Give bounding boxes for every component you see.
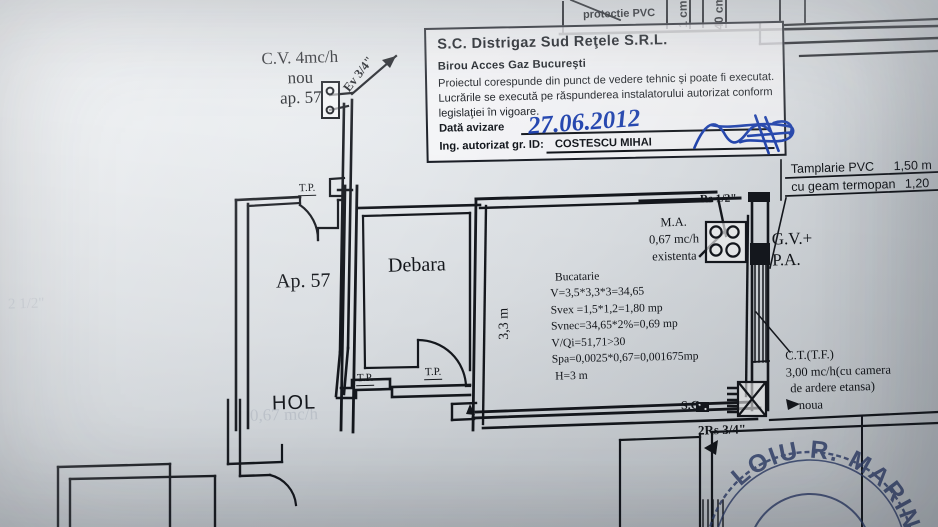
kitchen-calc-line-5: H=3 m: [554, 368, 588, 383]
pantry-label: Debara: [387, 253, 446, 277]
tp-label-1: T.P.: [297, 181, 317, 197]
kitchen-calc-line-2: Svnec=34,65*2%=0,69 mp: [550, 317, 678, 334]
stove-line2: 0,67 mc/h: [648, 231, 700, 247]
stamp-office: Birou Acces Gaz Bucureşti: [437, 57, 587, 73]
kitchen-calc-line-4: Spa=0,0025*0,67=0,001675mp: [551, 349, 699, 366]
gas-detector-label: S.G.: [680, 397, 704, 413]
boiler-valve-icon: [736, 380, 768, 418]
gas-meter-label: C.V. 4mc/h nou ap. 57: [261, 47, 339, 109]
vent-label: G.V.+ P.A.: [771, 228, 813, 271]
window-line1: Tamplarie PVC: [790, 159, 875, 176]
official-round-stamp: LOIU R. MARIN ÂNIA: [704, 432, 927, 527]
protection-label: protectie PVC: [582, 7, 656, 21]
rs2-pipe-label: 2Rs 3/4": [697, 421, 747, 438]
boiler-label: C.T.(T.F.) 3,00 mc/h(cu camera de ardere…: [785, 345, 892, 414]
vent-line2: P.A.: [772, 250, 801, 270]
tp-label-3: T.P.: [423, 365, 443, 381]
stamp-date-label: Dată avizare: [438, 121, 505, 135]
room-height-dim-label: 3,3 m: [496, 307, 512, 340]
gas-meter-line1: C.V. 4mc/h: [261, 46, 339, 69]
stamp-company: S.C. Distrigaz Sud Reţele S.R.L.: [437, 32, 668, 53]
stove-label: M.A. 0,67 mc/h existenta: [648, 213, 699, 265]
stove-line1: M.A.: [660, 214, 687, 230]
wall-block-top: [748, 192, 770, 202]
stove-line3: existenta: [652, 248, 697, 264]
stamp-engineer-name: COSTESCU MIHAI: [554, 136, 652, 151]
boiler-line2: 3,00 mc/h(cu camera: [785, 362, 892, 380]
window-line2: cu geam termopan: [791, 176, 896, 194]
round-stamp-outer-text: LOIU R. MARIN: [725, 432, 927, 527]
hallway-label: HOL: [271, 391, 317, 415]
gas-meter-line2: nou: [287, 67, 314, 88]
vent-line1: G.V.+: [771, 228, 813, 249]
approval-stamp: S.C. Distrigaz Sud Reţele S.R.L. Birou A…: [424, 20, 787, 163]
window-dim2: 1,20: [904, 175, 930, 191]
window-dim1: 1,50 m: [893, 158, 932, 174]
bleedthrough-text-left: 2 1/2": [7, 295, 45, 313]
stove-icon: [704, 220, 748, 264]
apartment-label: Ap. 57: [275, 269, 331, 293]
rs-pipe-label: Rs 1/2": [699, 192, 737, 206]
kitchen-calculations: Bucatarie V=3,5*3,3*3=34,65 Svex =1,5*1,…: [550, 266, 699, 384]
tp-label-2: T.P.: [355, 371, 375, 387]
window-label: Tamplarie PVC 1,50 m cu geam termopan 1,…: [791, 157, 933, 196]
vent-block: [750, 243, 770, 265]
boiler-line4: noua: [798, 397, 824, 412]
gas-meter-line3: ap. 57: [279, 87, 322, 108]
